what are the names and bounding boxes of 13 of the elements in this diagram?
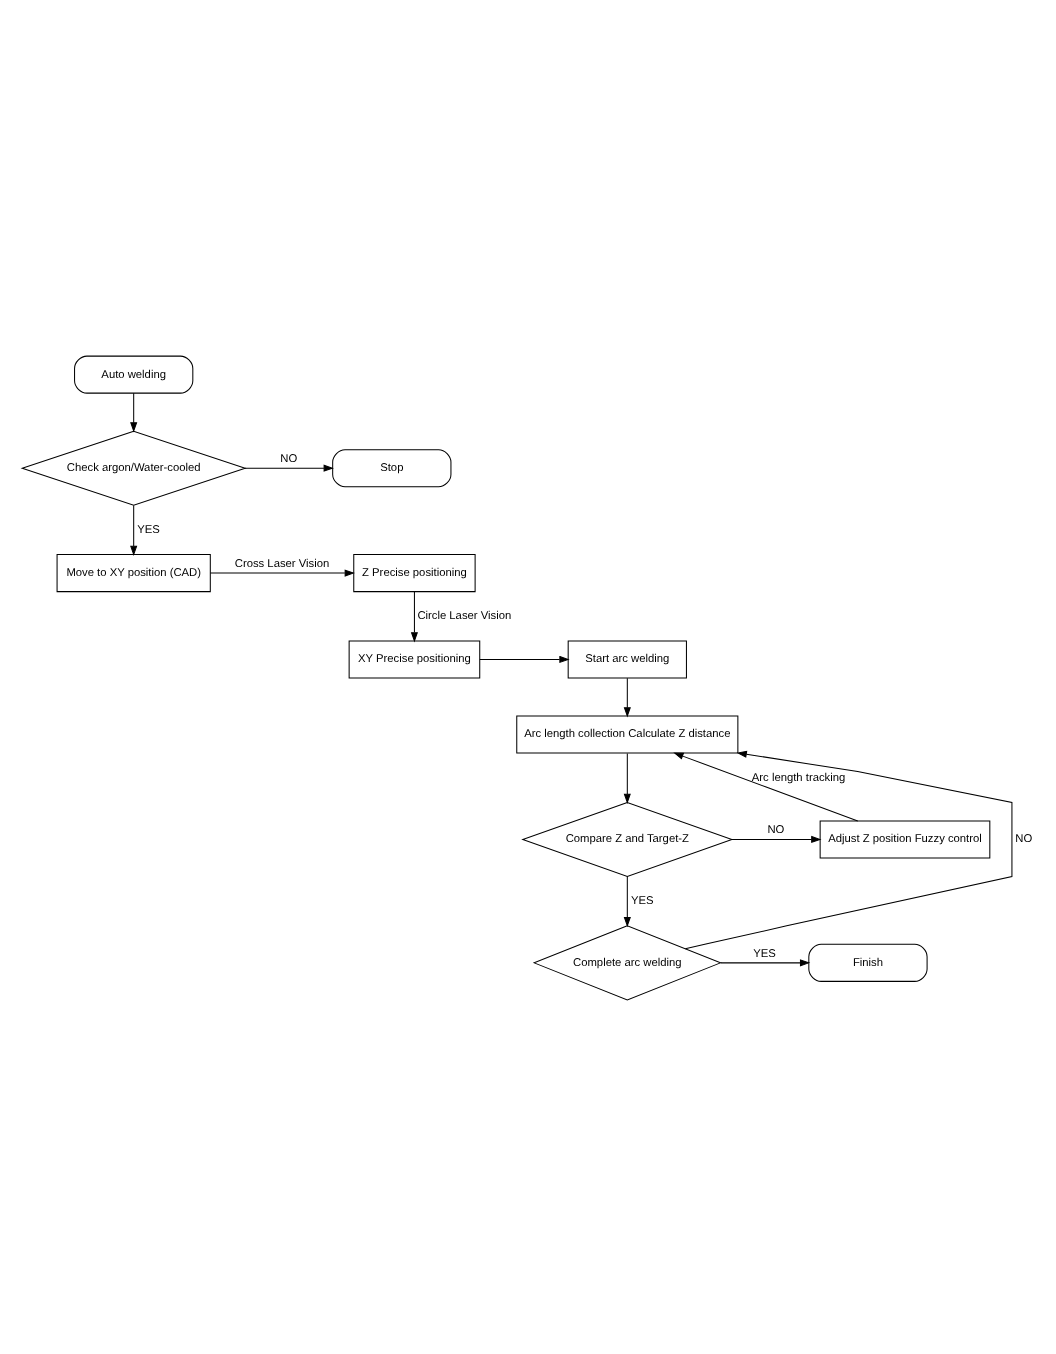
arrow [208, 568, 354, 576]
arrow [243, 463, 333, 471]
arrow [622, 752, 630, 803]
arrow [409, 590, 418, 642]
arrow [622, 875, 630, 927]
arrow [129, 504, 137, 556]
arrow [730, 834, 821, 843]
arrow [478, 654, 569, 663]
arrow [719, 958, 810, 966]
arrow [622, 676, 630, 717]
arrow [672, 751, 858, 821]
arrow [129, 391, 137, 432]
arrow [683, 749, 1012, 949]
